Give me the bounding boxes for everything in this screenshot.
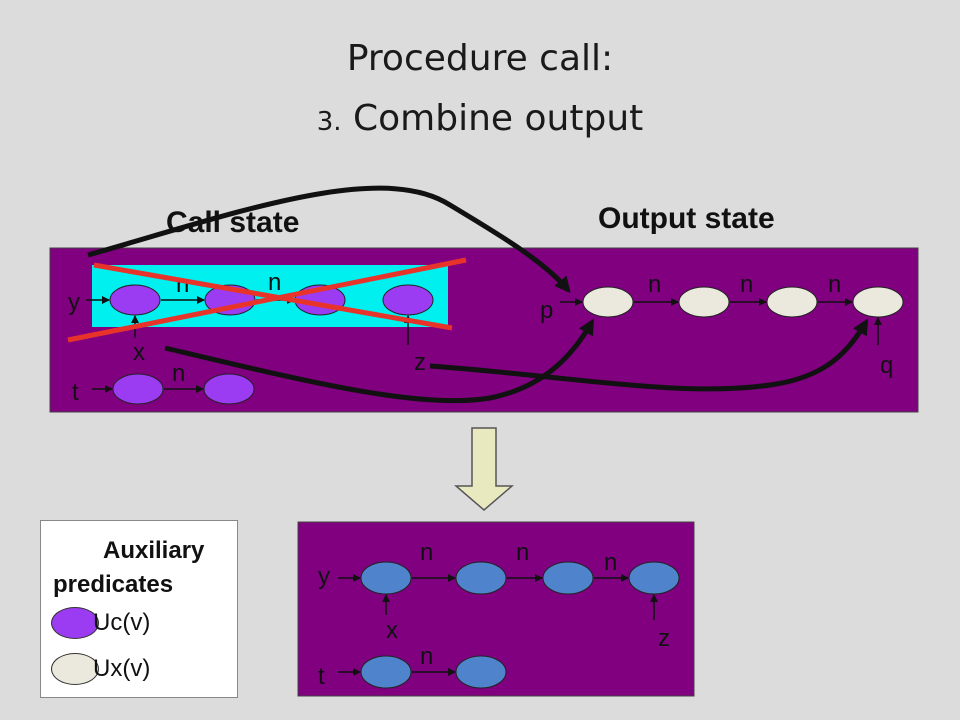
call-var-y: y — [68, 289, 80, 316]
legend-title-line2: predicates — [53, 571, 174, 598]
call-edge-label-2: n — [268, 269, 281, 296]
result-var-y: y — [318, 563, 330, 590]
result-edge-label-t: n — [420, 643, 433, 670]
call-edge-label-1: n — [176, 271, 189, 298]
output-edge-label-2: n — [740, 271, 753, 298]
slide-title-line1: Procedure call: — [346, 38, 614, 79]
result-var-x: x — [386, 617, 398, 644]
call-var-t: t — [72, 379, 79, 406]
result-node-1 — [360, 561, 412, 595]
output-state-heading: Output state — [598, 202, 775, 235]
output-node-4 — [852, 286, 904, 318]
output-node-2 — [678, 286, 730, 318]
output-edge-label-3: n — [828, 271, 841, 298]
output-node-1 — [582, 286, 634, 318]
output-var-p: p — [540, 297, 553, 324]
call-node-1 — [109, 284, 161, 316]
cross-line-2 — [67, 257, 467, 343]
result-edge-label-3: n — [604, 549, 617, 576]
output-var-q: q — [880, 352, 893, 379]
map-arrow-y-to-p — [87, 185, 571, 294]
legend-swatch-uc — [51, 607, 99, 639]
result-node-3 — [542, 561, 594, 595]
result-var-t: t — [318, 663, 325, 690]
call-node-4 — [382, 284, 434, 316]
result-node-t1 — [360, 655, 412, 689]
result-node-t2 — [455, 655, 507, 689]
step-number: 3. — [316, 107, 342, 137]
slide-title-line2: 3. Combine output — [0, 98, 960, 139]
call-edge-label-t: n — [172, 360, 185, 387]
result-edge-label-1: n — [420, 539, 433, 566]
call-var-x: x — [133, 339, 145, 366]
result-node-2 — [455, 561, 507, 595]
output-node-3 — [766, 286, 818, 318]
legend-swatch-ux — [51, 653, 99, 685]
map-arrow-z-to-q — [429, 318, 869, 392]
legend-label-ux: Ux(v) — [93, 655, 151, 682]
map-arrow-x-to-node — [164, 318, 595, 404]
call-var-z: z — [414, 349, 426, 376]
result-edge-label-2: n — [516, 539, 529, 566]
legend-label-uc: Uc(v) — [93, 609, 151, 636]
result-node-4 — [628, 561, 680, 595]
output-edge-label-1: n — [648, 271, 661, 298]
down-arrow — [453, 427, 515, 511]
step-title: Combine output — [353, 98, 644, 139]
call-node-t1 — [112, 373, 164, 405]
result-var-z: z — [658, 625, 670, 652]
legend: Auxiliary predicates Uc(v) Ux(v) — [40, 520, 238, 698]
legend-title-line1: Auxiliary — [103, 537, 205, 564]
call-node-t2 — [203, 373, 255, 405]
